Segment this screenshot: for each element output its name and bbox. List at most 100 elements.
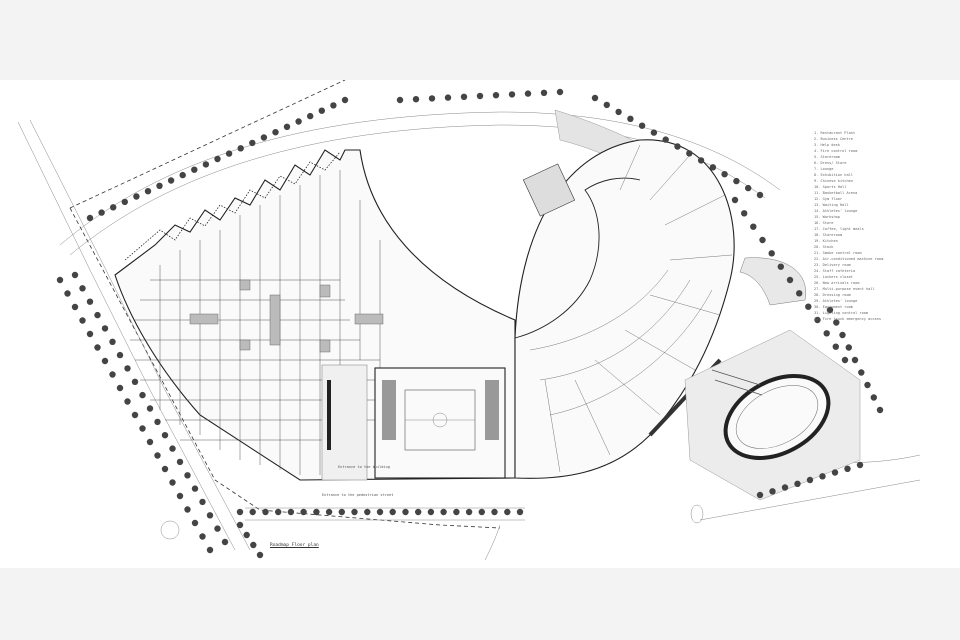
tree-icon (249, 139, 256, 147)
road-south (245, 507, 525, 521)
tree-icon (876, 406, 884, 414)
tree-icon (858, 369, 865, 376)
tree-icon (260, 134, 268, 141)
tree-icon (184, 472, 191, 479)
legend-item: 19. Kitchen (814, 239, 838, 243)
tree-icon (124, 365, 131, 372)
tree-icon (697, 157, 705, 164)
tree-icon (756, 491, 764, 499)
tree-icon (176, 492, 184, 500)
tree-icon (444, 94, 452, 101)
tree-icon (236, 508, 244, 516)
plaza-bridge (711, 369, 763, 396)
tree-icon (638, 122, 646, 129)
tree-icon (839, 331, 846, 339)
tree-icon (864, 381, 871, 389)
tree-icon (674, 143, 681, 150)
road-northwest (17, 119, 251, 551)
tree-icon (214, 155, 221, 163)
tree-icon (287, 508, 295, 516)
legend-item: 22. Air-conditioned machine room (814, 257, 884, 261)
tree-icon (427, 508, 435, 516)
ring-inner-courtyard (514, 177, 641, 339)
tree-icon (851, 356, 859, 364)
legend-item: 16. Store (814, 221, 834, 225)
legend-item: 1. Restaurant Plant (814, 131, 856, 135)
tree-icon (844, 465, 851, 472)
tree-icon (313, 508, 320, 516)
tree-icon (169, 479, 176, 486)
legend-item: 26. New arrivals room (814, 281, 860, 285)
road-curve-south (484, 524, 501, 561)
tree-icon (167, 177, 175, 184)
tree-icon (733, 177, 740, 185)
tree-icon (786, 276, 794, 284)
plan-caption: Roadmap Floor plan (270, 543, 319, 548)
tree-icon (845, 344, 852, 351)
label-entrance-pedestrian: Entrance to the pedestrian street (322, 493, 394, 497)
legend-item: 8. Exhibition hall (814, 173, 853, 177)
legend-item: 32. Fire truck emergency access (814, 317, 882, 321)
tree-icon (71, 303, 79, 311)
label-entrance-building: Entrance to the building (338, 465, 390, 469)
tree-icon (154, 452, 161, 459)
tree-icon (79, 317, 86, 324)
tree-icon (796, 290, 803, 297)
tree-icon (191, 485, 199, 492)
legend-item: 23. Delivery room (814, 263, 851, 267)
tree-icon (540, 89, 548, 96)
tree-icon (146, 438, 154, 446)
legend-item: 27. Multi-purpose event hall (814, 287, 875, 291)
tree-icon (819, 473, 826, 480)
tree-icon (603, 101, 610, 109)
tree-icon (396, 96, 404, 104)
tree-icon (491, 508, 498, 516)
legend-item: 5. Storeroom (814, 155, 840, 159)
tree-icon (206, 546, 214, 554)
tree-icon (307, 112, 314, 120)
tree-icon (731, 196, 739, 204)
tree-icon (330, 102, 337, 109)
tree-icon (272, 129, 279, 136)
tree-icon (133, 193, 140, 200)
legend-item: 30. Equipment room (814, 305, 853, 309)
tree-icon (841, 356, 849, 364)
legend-item: 7. Lounge (814, 167, 834, 171)
tree-icon (615, 108, 622, 116)
tree-icon (101, 357, 109, 365)
legend-item: 3. Help desk (814, 143, 840, 147)
tree-icon (750, 223, 757, 230)
legend-item: 31. Lighting control room (814, 311, 869, 315)
landscape-circle-west (160, 520, 180, 540)
legend-item: 24. Staff cafeteria (814, 269, 856, 273)
legend-item: 10. Sports Hall (814, 185, 847, 189)
tree-icon (243, 531, 250, 539)
tree-icon (781, 484, 789, 491)
tree-icon (364, 508, 371, 516)
tree-icon (460, 93, 468, 100)
tree-icon (325, 508, 333, 516)
tree-icon (508, 91, 516, 98)
tree-icon (814, 316, 821, 324)
legend-item: 12. Gym floor (814, 197, 843, 201)
tree-icon (131, 411, 139, 419)
tree-icon (856, 461, 864, 469)
tree-icon (741, 210, 748, 217)
tree-icon (94, 344, 101, 351)
tree-icon (64, 290, 71, 297)
tree-icon (221, 538, 229, 546)
site-boundary (69, 80, 501, 529)
tree-icon (169, 445, 176, 452)
tree-icon (831, 469, 839, 476)
legend-item: 28. Dressing room (814, 293, 851, 297)
tree-icon (300, 508, 307, 516)
tree-icon (341, 96, 349, 104)
tree-icon (476, 92, 484, 100)
tree-icon (86, 214, 94, 222)
tree-icon (650, 129, 658, 136)
tree-icon (389, 508, 396, 516)
tree-icon (759, 236, 766, 244)
tree-icon (98, 209, 105, 216)
tree-icon (709, 164, 717, 171)
legend-item: 6. Dress/ Store (814, 161, 847, 165)
